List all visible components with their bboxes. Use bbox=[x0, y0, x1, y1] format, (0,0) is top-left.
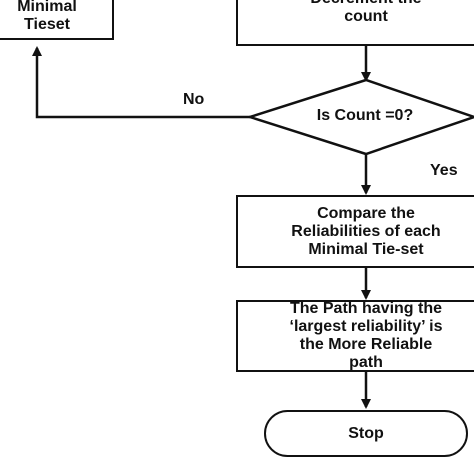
node-decrement-count: Decrement the count bbox=[236, 0, 474, 46]
node-minimal-tieset-line-1: Minimal bbox=[17, 0, 77, 15]
node-more-reliable-path: The Path having the ‘largest reliability… bbox=[236, 300, 474, 372]
node-compare-reliabilities: Compare the Reliabilities of each Minima… bbox=[236, 195, 474, 268]
node-compare-line-2: Reliabilities of each bbox=[291, 222, 441, 240]
node-result-line-1: The Path having the bbox=[289, 300, 442, 317]
node-decrement-line-1: Decrement the bbox=[310, 0, 421, 8]
node-minimal-tieset-line-2: Tieset bbox=[24, 16, 70, 33]
node-minimal-tieset: Minimal Tieset bbox=[0, 0, 114, 40]
arrow-no-branch bbox=[32, 46, 250, 119]
node-result-line-2: ‘largest reliability’ is bbox=[289, 318, 443, 335]
node-result-line-4: path bbox=[349, 354, 383, 371]
edge-label-yes: Yes bbox=[430, 162, 458, 179]
node-decrement-line-2: count bbox=[344, 8, 388, 25]
decision-text: Is Count =0? bbox=[316, 107, 414, 124]
node-compare-line-3: Minimal Tie-set bbox=[308, 240, 424, 258]
decision-diamond bbox=[245, 78, 474, 156]
node-compare-line-1: Compare the bbox=[317, 204, 415, 222]
node-stop: Stop bbox=[264, 410, 468, 457]
node-stop-label: Stop bbox=[348, 424, 384, 442]
node-result-line-3: the More Reliable bbox=[299, 336, 433, 353]
edge-label-no: No bbox=[183, 91, 205, 108]
